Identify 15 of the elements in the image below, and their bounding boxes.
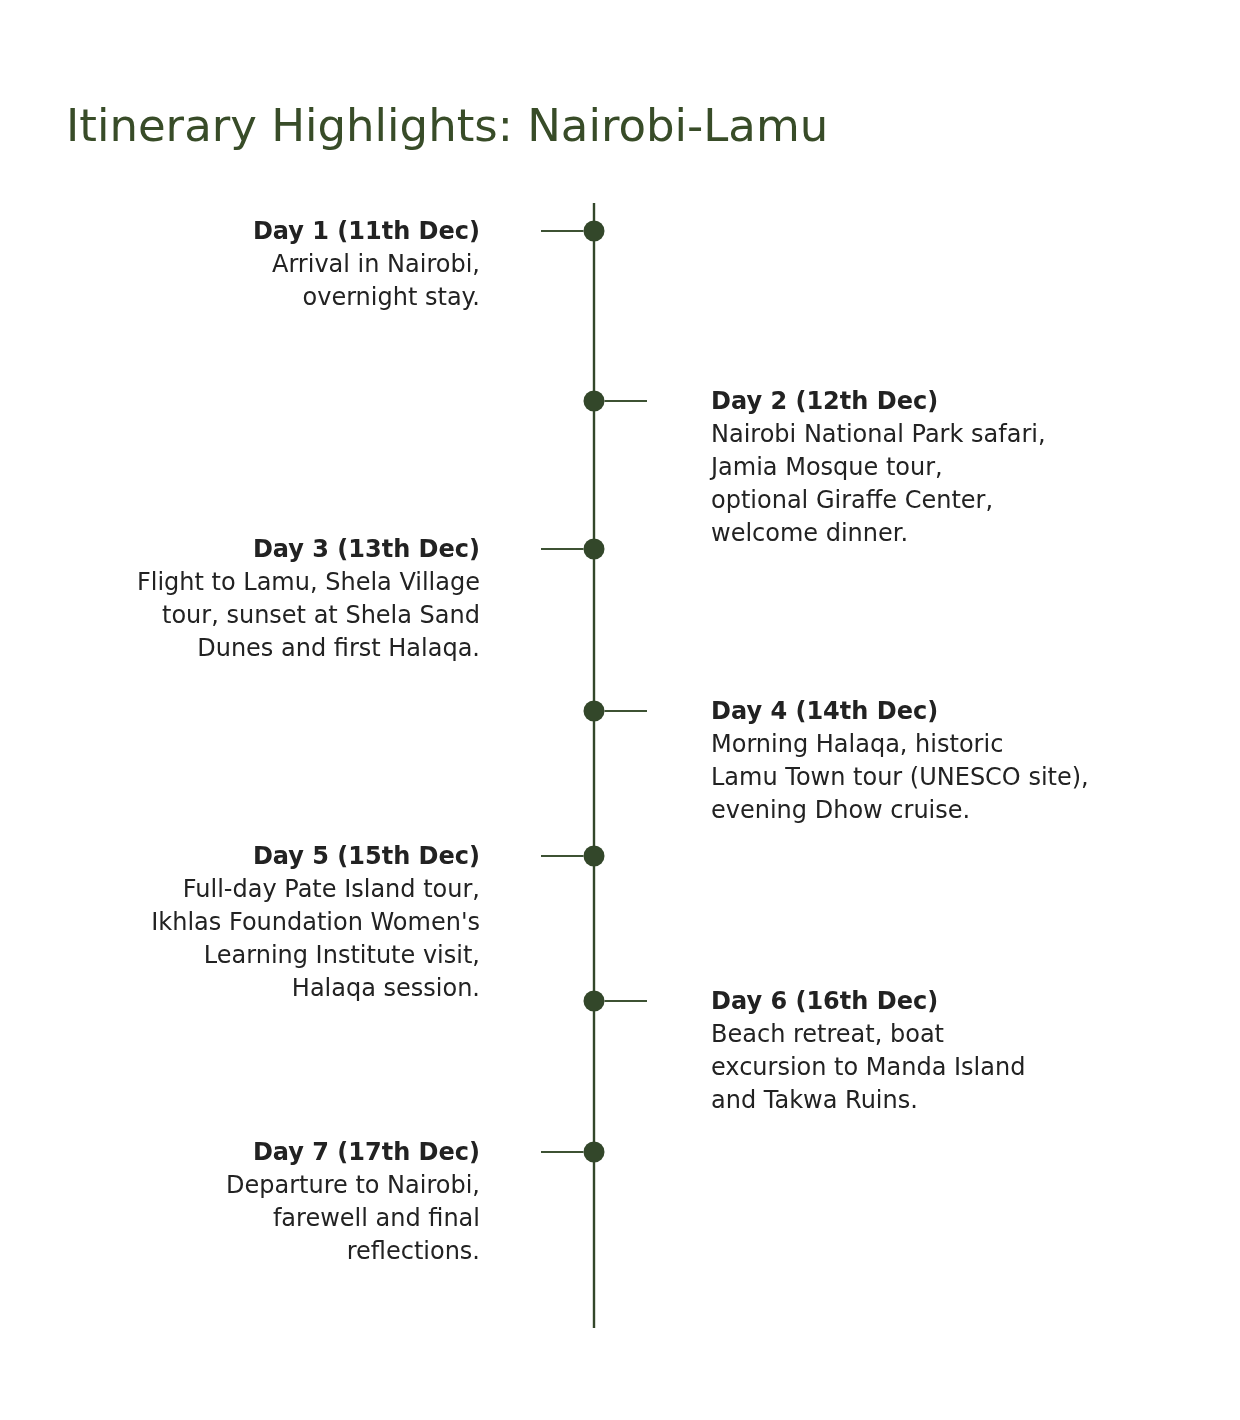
day-description: Full-day Pate Island tour, Ikhlas Foundation Women's Learning Institute visit, Halaqa session. <box>151 873 480 1004</box>
day-description: Nairobi National Park safari, Jamia Mosque tour, optional Giraffe Center, welcome dinner. <box>711 418 1046 549</box>
day-heading: Day 6 (16th Dec) <box>711 985 939 1017</box>
day-heading: Day 5 (15th Dec) <box>252 840 480 872</box>
day-description: Arrival in Nairobi, overnight stay. <box>272 248 480 313</box>
day-description: Beach retreat, boat excursion to Manda Island and Takwa Ruins. <box>711 1018 1026 1116</box>
day-heading: Day 7 (17th Dec) <box>252 1136 480 1168</box>
day-description: Flight to Lamu, Shela Village tour, sunset at Shela Sand Dunes and first Halaqa. <box>136 566 480 664</box>
day-heading: Day 3 (13th Dec) <box>252 533 480 565</box>
day-description: Morning Halaqa, historic Lamu Town tour (UNESCO site), evening Dhow cruise. <box>711 728 1089 826</box>
diagram-title: Itinerary Highlights: Nairobi-Lamu <box>66 98 829 154</box>
day-heading: Day 2 (12th Dec) <box>711 385 939 417</box>
day-heading: Day 4 (14th Dec) <box>711 695 939 727</box>
day-heading: Day 1 (11th Dec) <box>252 215 480 247</box>
day-description: Departure to Nairobi, farewell and final reflections. <box>226 1169 480 1267</box>
